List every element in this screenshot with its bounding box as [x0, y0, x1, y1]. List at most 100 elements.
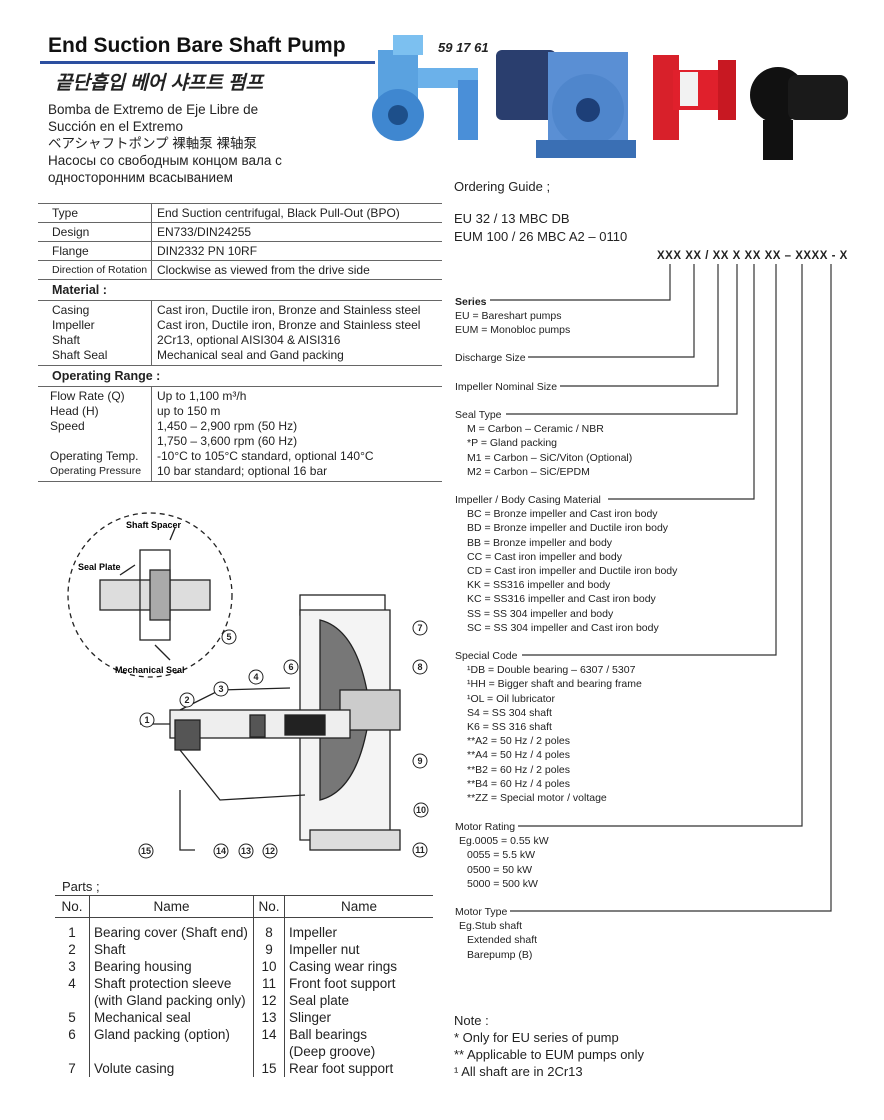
note-title: Note : — [454, 1013, 489, 1028]
spec-key: Impeller — [52, 318, 95, 332]
part-name: Volute casing — [89, 1060, 254, 1077]
callout-9: 9 — [412, 753, 428, 769]
part-name: Ball bearings — [289, 1027, 368, 1042]
callout-number: 9 — [417, 756, 422, 766]
col-no: No. — [55, 895, 90, 918]
part-name: Seal plate — [289, 993, 350, 1008]
note-line: ** Applicable to EUM pumps only — [454, 1047, 645, 1062]
material-values: Cast iron, Ductile iron, Bronze and Stai… — [152, 301, 442, 365]
callout-number: 2 — [184, 695, 189, 705]
callout-number: 13 — [241, 846, 251, 856]
spec-key: Casing — [52, 303, 90, 317]
series-heading: Series — [455, 296, 487, 308]
blue-bare-pump-image — [372, 35, 478, 141]
order-code-format: XXX XX / XX X XX XX – XXXX - X — [657, 250, 848, 262]
part-no — [55, 992, 90, 1009]
special-item: K6 = SS 316 shaft — [467, 721, 552, 734]
motor-rating-item: 5000 = 500 kW — [467, 877, 538, 890]
ordering-example: EU 32 / 13 MBC DB — [454, 211, 570, 226]
spec-key: Flow Rate (Q) — [50, 389, 125, 403]
callout-number: 12 — [265, 846, 275, 856]
motor-type-item: Extended shaft — [467, 934, 538, 947]
spec-key: Shaft — [52, 333, 81, 347]
special-item: S4 = SS 304 shaft — [467, 706, 552, 719]
material-item: BD = Bronze impeller and Ductile iron bo… — [467, 522, 669, 535]
spec-key: Operating Temp. — [50, 449, 139, 463]
callout-12: 12 — [262, 843, 278, 859]
spec-value: up to 150 m — [157, 404, 221, 418]
material-item: BC = Bronze impeller and Cast iron body — [467, 508, 658, 521]
callout-2: 2 — [179, 692, 195, 708]
black-pump-image — [750, 67, 848, 160]
seal-section: Seal Type M = Carbon – Ceramic / NBR *P … — [455, 408, 632, 479]
material-code-heading: Impeller / Body Casing Material — [455, 494, 601, 506]
part-name: Mechanical seal — [89, 1009, 254, 1026]
spec-key: Operating Pressure — [50, 465, 142, 477]
motor-rating-heading: Motor Rating — [455, 821, 516, 833]
material-item: KC = SS316 impeller and Cast iron body — [467, 593, 656, 606]
part-name: (with Gland packing only) — [89, 992, 254, 1009]
product-code: 59 17 61 — [438, 40, 489, 55]
spec-value: 2Cr13, optional AISI304 & AISI316 — [157, 333, 341, 347]
part-no: 8 — [253, 924, 285, 941]
col-no: No. — [253, 895, 285, 918]
spec-key: Design — [38, 223, 152, 241]
callout-11: 11 — [412, 842, 428, 858]
series-item: EU = Bareshart pumps — [455, 310, 562, 323]
material-item: SS = SS 304 impeller and body — [467, 607, 614, 620]
spec-value: Clockwise as viewed from the drive side — [157, 263, 370, 277]
parts-heading: Parts ; — [62, 879, 100, 894]
operating-heading: Operating Range : — [38, 365, 442, 386]
material-block: Casing Impeller Shaft Shaft Seal Cast ir… — [38, 300, 442, 365]
callout-number: 3 — [218, 684, 223, 694]
callout-3: 3 — [213, 681, 229, 697]
seal-item: *P = Gland packing — [467, 437, 557, 450]
callout-10: 10 — [413, 802, 429, 818]
spec-key: Speed — [50, 419, 85, 433]
part-no: 4 — [55, 975, 90, 992]
series-item: EUM = Monobloc pumps — [455, 324, 571, 337]
callout-number: 6 — [288, 662, 293, 672]
pump-photos — [372, 35, 848, 160]
spec-value: Cast iron, Ductile iron, Bronze and Stai… — [157, 303, 421, 317]
spec-key: Head (H) — [50, 404, 99, 418]
callout-number: 10 — [416, 805, 426, 815]
spec-value: Cast iron, Ductile iron, Bronze and Stai… — [157, 318, 421, 332]
part-name: (Deep groove) — [289, 1044, 376, 1059]
part-no: 7 — [55, 1060, 90, 1077]
motor-type-heading: Motor Type — [455, 906, 508, 918]
special-item: ¹DB = Double bearing – 6307 / 5307 — [467, 664, 636, 677]
callout-4: 4 — [248, 669, 264, 685]
spec-value: EN733/DIN24255 — [157, 225, 252, 239]
callout-8: 8 — [412, 659, 428, 675]
operating-values: Up to 1,100 m³/h up to 150 m 1,450 – 2,9… — [152, 387, 442, 481]
special-item: **B4 = 60 Hz / 4 poles — [467, 777, 571, 790]
special-heading: Special Code — [455, 650, 518, 662]
lang-line: Насосы со свободным концом вала с — [48, 153, 282, 168]
callout-7: 7 — [412, 620, 428, 636]
special-item: ¹HH = Bigger shaft and bearing frame — [467, 678, 642, 691]
lang-line: Bomba de Extremo de Eje Libre de — [48, 102, 259, 117]
motor-type-item: Eg.Stub shaft — [459, 920, 523, 933]
parts-row: (Deep groove) — [55, 1043, 433, 1060]
part-no: 10 — [253, 958, 285, 975]
material-section: Impeller / Body Casing Material BC = Bro… — [455, 493, 677, 635]
material-item: KK = SS316 impeller and body — [467, 579, 611, 592]
motor-type-item: Barepump (B) — [467, 948, 533, 961]
callout-number: 4 — [253, 672, 258, 682]
special-item: **ZZ = Special motor / voltage — [467, 792, 607, 805]
special-item: ¹OL = Oil lubricator — [467, 692, 556, 705]
korean-title: 끝단흡입 베어 샤프트 펌프 — [55, 73, 264, 94]
spec-value: 10 bar standard; optional 16 bar — [157, 464, 328, 478]
note-line: * Only for EU series of pump — [454, 1030, 619, 1045]
series-section: Series EU = Bareshart pumps EUM = Monobl… — [455, 295, 570, 338]
part-name: Gland packing (option) — [89, 1026, 254, 1043]
callout-6: 6 — [283, 659, 299, 675]
